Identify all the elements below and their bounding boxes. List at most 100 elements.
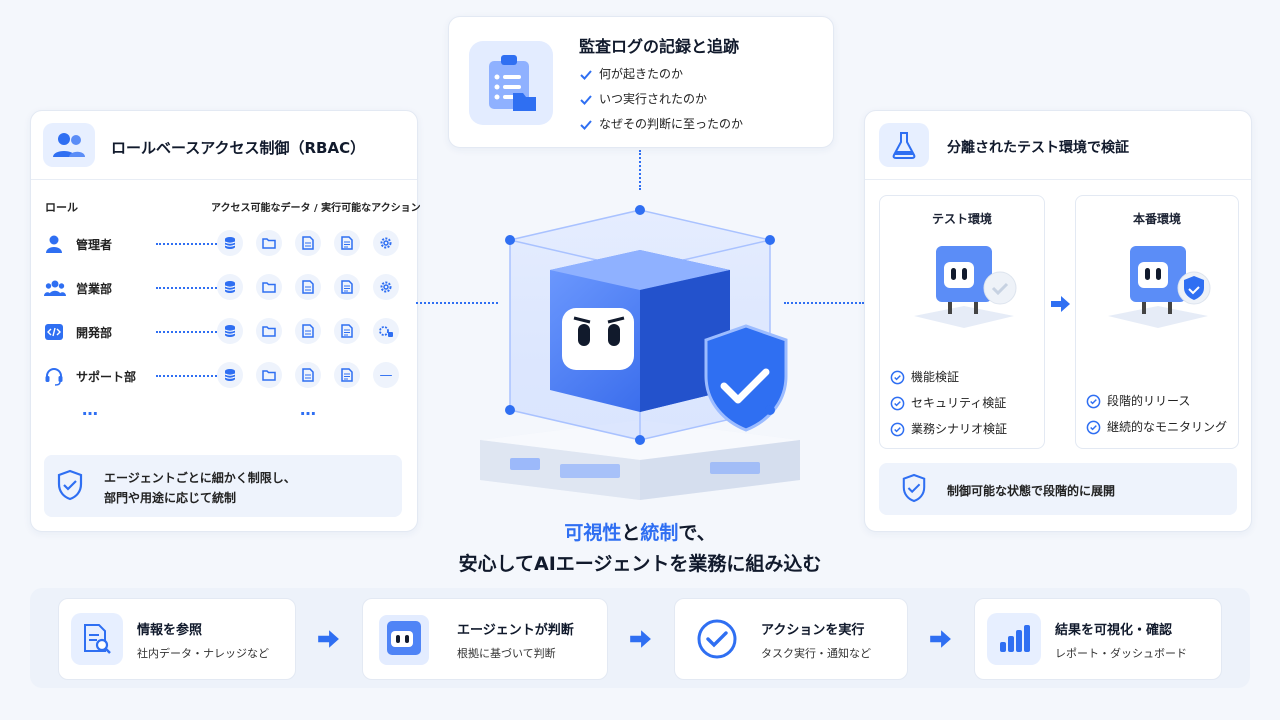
report-icon bbox=[334, 318, 360, 344]
agent-cube-mini-icon bbox=[379, 615, 429, 665]
test-check-item: セキュリティ検証 bbox=[890, 394, 1006, 411]
flow-step-title: アクションを実行 bbox=[761, 623, 865, 638]
test-env-note: 制御可能な状態で段階的に展開 bbox=[879, 463, 1237, 515]
folder-icon bbox=[256, 362, 282, 388]
role-label: 営業部 bbox=[76, 282, 113, 296]
connector-rbac bbox=[416, 302, 498, 304]
test-check-item: 機能検証 bbox=[890, 368, 959, 385]
flow-step-sub: 社内データ・ナレッジなど bbox=[137, 647, 269, 660]
report-icon bbox=[334, 230, 360, 256]
headline-suffix: で、 bbox=[678, 522, 716, 544]
flow-arrow-icon bbox=[930, 630, 951, 648]
flow-step-sub: 根拠に基づいて判断 bbox=[457, 647, 556, 660]
flow-arrow-icon bbox=[630, 630, 651, 648]
check-circle-icon bbox=[1086, 420, 1101, 435]
test-env-title: 分離されたテスト環境で検証 bbox=[947, 140, 1129, 156]
audit-log-card: 監査ログの記録と追跡 何が起きたのか いつ実行されたのか なぜその判断に至ったの… bbox=[448, 16, 834, 148]
mini-agent-test-icon bbox=[914, 246, 1017, 328]
role-label: サポート部 bbox=[76, 370, 137, 384]
flow-step-reference: 情報を参照 社内データ・ナレッジなど bbox=[58, 598, 296, 680]
rbac-col-access: アクセス可能なデータ / 実行可能なアクション bbox=[211, 203, 421, 214]
rbac-ellipsis-right: … bbox=[300, 400, 316, 419]
role-row-sales: 営業部 bbox=[44, 274, 404, 302]
database-icon bbox=[217, 274, 243, 300]
audit-item-text: いつ実行されたのか bbox=[599, 92, 708, 106]
test-env-card: 分離されたテスト環境で検証 テスト環境 機能検証 セキュリティ検証 業務シナリオ… bbox=[864, 110, 1252, 532]
audit-item-text: なぜその判断に至ったのか bbox=[599, 117, 744, 131]
audit-title: 監査ログの記録と追跡 bbox=[579, 37, 740, 56]
test-check-text: 業務シナリオ検証 bbox=[911, 422, 1008, 436]
prod-check-item: 段階的リリース bbox=[1086, 392, 1190, 409]
prod-check-text: 段階的リリース bbox=[1107, 394, 1191, 408]
test-env-label: テスト環境 bbox=[931, 212, 992, 226]
role-label: 管理者 bbox=[76, 238, 113, 252]
headline-highlight-control: 統制 bbox=[640, 522, 679, 544]
headset-icon bbox=[45, 368, 63, 386]
prod-check-text: 継続的なモニタリング bbox=[1107, 420, 1228, 434]
flow-step-title: 結果を可視化・確認 bbox=[1055, 623, 1173, 638]
role-row-dev: 開発部 bbox=[44, 318, 404, 346]
document-icon bbox=[295, 230, 321, 256]
team-icon bbox=[44, 280, 66, 296]
rbac-note-line2: 部門や用途に応じて統制 bbox=[104, 491, 237, 505]
flow-step-title: 情報を参照 bbox=[137, 623, 203, 638]
users-icon bbox=[43, 123, 95, 167]
test-check-text: セキュリティ検証 bbox=[911, 396, 1007, 410]
rbac-note: エージェントごとに細かく制限し、 部門や用途に応じて統制 bbox=[44, 455, 402, 517]
check-circle-icon bbox=[890, 422, 905, 437]
shield-check-icon bbox=[902, 473, 926, 503]
prod-env-label: 本番環境 bbox=[1132, 212, 1181, 226]
gear-icon bbox=[373, 274, 399, 300]
check-circle-icon bbox=[890, 396, 905, 411]
flow-step-title: エージェントが判断 bbox=[457, 623, 574, 638]
headline-highlight-visibility: 可視性 bbox=[564, 522, 622, 544]
document-icon bbox=[295, 362, 321, 388]
settings-lock-icon bbox=[373, 318, 399, 344]
document-icon bbox=[295, 274, 321, 300]
test-env-note-text: 制御可能な状態で段階的に展開 bbox=[947, 484, 1116, 498]
audit-item-text: 何が起きたのか bbox=[599, 67, 684, 81]
agent-cube-illustration bbox=[480, 205, 800, 500]
check-icon bbox=[580, 94, 592, 105]
flow-step-sub: レポート・ダッシュボード bbox=[1055, 647, 1187, 660]
database-icon bbox=[217, 318, 243, 344]
test-check-text: 機能検証 bbox=[911, 370, 960, 384]
check-circle-icon bbox=[890, 370, 905, 385]
role-row-admin: 管理者 bbox=[44, 230, 404, 258]
flow-step-decide: エージェントが判断 根拠に基づいて判断 bbox=[362, 598, 608, 680]
database-icon bbox=[217, 362, 243, 388]
audit-item: 何が起きたのか bbox=[579, 65, 683, 82]
document-icon bbox=[295, 318, 321, 344]
headline-line2: 安心してAIエージェントを業務に組み込む bbox=[458, 553, 822, 575]
code-icon bbox=[45, 324, 63, 340]
folder-icon bbox=[256, 230, 282, 256]
flask-icon bbox=[879, 123, 929, 167]
check-icon bbox=[580, 69, 592, 80]
rbac-col-role: ロール bbox=[45, 201, 78, 214]
flow-step-execute: アクションを実行 タスク実行・通知など bbox=[674, 598, 908, 680]
connector-audit bbox=[639, 150, 641, 190]
flow-step-visualize: 結果を可視化・確認 レポート・ダッシュボード bbox=[974, 598, 1222, 680]
gear-icon bbox=[373, 230, 399, 256]
bar-chart-icon bbox=[987, 613, 1041, 665]
arrow-right-icon bbox=[1051, 296, 1070, 312]
role-row-support: サポート部 — bbox=[44, 362, 404, 390]
check-circle-icon bbox=[697, 619, 737, 659]
test-check-item: 業務シナリオ検証 bbox=[890, 420, 1007, 437]
role-label: 開発部 bbox=[76, 326, 113, 340]
clipboard-icon bbox=[469, 41, 553, 125]
no-access-dash: — bbox=[373, 362, 399, 388]
prod-check-item: 継続的なモニタリング bbox=[1086, 418, 1227, 435]
mini-agent-prod-icon bbox=[1108, 246, 1211, 328]
prod-env-subcard: 本番環境 段階的リリース 継続的なモニタリング bbox=[1075, 195, 1239, 449]
folder-icon bbox=[256, 318, 282, 344]
check-icon bbox=[580, 119, 592, 130]
test-env-subcard: テスト環境 機能検証 セキュリティ検証 業務シナリオ検証 bbox=[879, 195, 1045, 449]
shield-check-icon bbox=[57, 469, 83, 501]
headline-line1: 可視性と統制で、 bbox=[0, 518, 1280, 545]
rbac-note-line1: エージェントごとに細かく制限し、 bbox=[104, 471, 296, 485]
report-icon bbox=[334, 362, 360, 388]
audit-item: なぜその判断に至ったのか bbox=[579, 115, 743, 132]
check-circle-icon bbox=[1086, 394, 1101, 409]
database-icon bbox=[217, 230, 243, 256]
